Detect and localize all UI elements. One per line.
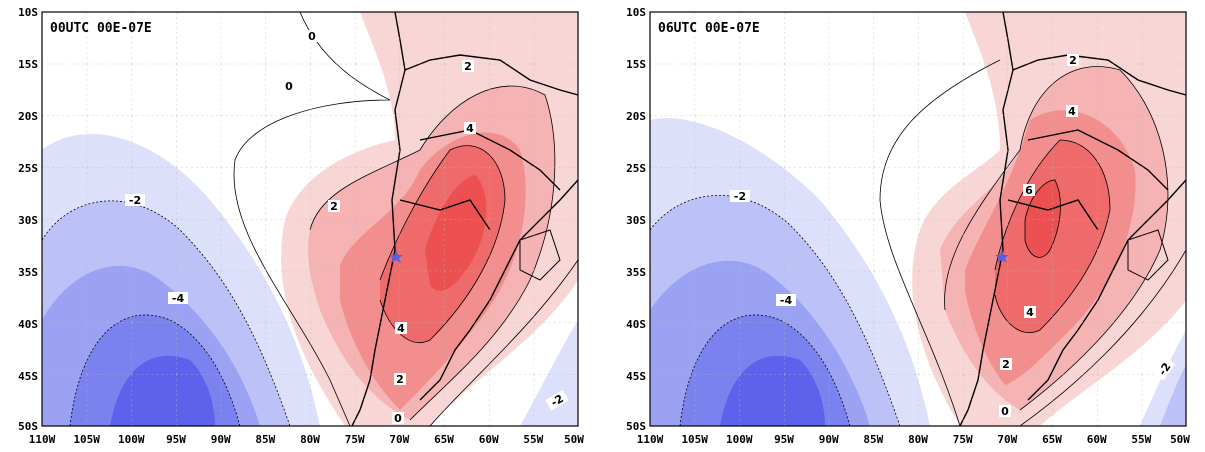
svg-text:100W: 100W <box>118 433 145 446</box>
svg-text:50W: 50W <box>1170 433 1190 446</box>
svg-text:90W: 90W <box>211 433 231 446</box>
svg-text:40S: 40S <box>626 318 646 331</box>
santiago-star-marker <box>389 250 403 263</box>
svg-text:80W: 80W <box>300 433 320 446</box>
panel-title: 06UTC 00E-07E <box>658 21 760 36</box>
lat-tick-labels: 10S 15S 20S 25S 30S 35S 40S 45S 50S <box>18 6 38 433</box>
contour-label: 0 <box>285 80 293 93</box>
svg-text:30S: 30S <box>626 214 646 227</box>
svg-text:20S: 20S <box>626 110 646 123</box>
svg-text:95W: 95W <box>774 433 794 446</box>
contour-label: 0 <box>308 30 316 43</box>
contour-label: 4 <box>397 322 405 335</box>
svg-text:15S: 15S <box>626 58 646 71</box>
contour-label: -4 <box>172 292 185 305</box>
svg-text:70W: 70W <box>997 433 1017 446</box>
svg-text:70W: 70W <box>389 433 409 446</box>
contour-label: 0 <box>1001 405 1009 418</box>
svg-text:25S: 25S <box>626 162 646 175</box>
contour-label: 2 <box>1069 54 1077 67</box>
svg-text:35S: 35S <box>626 266 646 279</box>
contour-label: 4 <box>466 122 474 135</box>
svg-text:65W: 65W <box>1042 433 1062 446</box>
svg-text:75W: 75W <box>953 433 973 446</box>
panel-title: 00UTC 00E-07E <box>50 21 152 36</box>
svg-text:105W: 105W <box>73 433 100 446</box>
svg-text:85W: 85W <box>255 433 275 446</box>
contour-label: 4 <box>1068 105 1076 118</box>
svg-text:40S: 40S <box>18 318 38 331</box>
svg-text:10S: 10S <box>18 6 38 19</box>
svg-text:75W: 75W <box>345 433 365 446</box>
svg-text:10S: 10S <box>626 6 646 19</box>
svg-text:60W: 60W <box>1087 433 1107 446</box>
lon-tick-labels: 110W 105W 100W 95W 90W 85W 80W 75W 70W 6… <box>637 433 1191 446</box>
svg-text:30S: 30S <box>18 214 38 227</box>
svg-text:80W: 80W <box>908 433 928 446</box>
svg-text:20S: 20S <box>18 110 38 123</box>
contour-label: 4 <box>1026 306 1034 319</box>
svg-text:45S: 45S <box>626 370 646 383</box>
svg-text:60W: 60W <box>479 433 499 446</box>
contour-label: -4 <box>780 294 793 307</box>
contour-value-labels: 0 0 2 2 4 4 2 0 -2 -4 -2 <box>125 30 569 425</box>
contour-label: 2 <box>1002 358 1010 371</box>
svg-text:55W: 55W <box>1131 433 1151 446</box>
svg-text:110W: 110W <box>637 433 664 446</box>
svg-text:50S: 50S <box>626 420 646 433</box>
contour-label: 2 <box>330 200 338 213</box>
contour-label: -2 <box>1156 360 1174 377</box>
contour-label: 6 <box>1025 184 1033 197</box>
svg-text:15S: 15S <box>18 58 38 71</box>
svg-text:65W: 65W <box>434 433 454 446</box>
svg-text:85W: 85W <box>863 433 883 446</box>
svg-text:50W: 50W <box>564 433 584 446</box>
svg-text:100W: 100W <box>726 433 753 446</box>
svg-text:50S: 50S <box>18 420 38 433</box>
svg-text:110W: 110W <box>29 433 56 446</box>
contour-label: 2 <box>464 60 472 73</box>
svg-text:45S: 45S <box>18 370 38 383</box>
svg-text:90W: 90W <box>819 433 839 446</box>
svg-text:105W: 105W <box>681 433 708 446</box>
contour-label: -2 <box>549 392 566 409</box>
svg-text:95W: 95W <box>166 433 186 446</box>
panel-06utc: 06UTC 00E-07E 2 4 6 4 2 0 -2 -4 -2 10S 1… <box>626 6 1190 446</box>
contour-label: 2 <box>396 373 404 386</box>
lon-tick-labels: 110W 105W 100W 95W 90W 85W 80W 75W 70W 6… <box>29 433 585 446</box>
svg-text:25S: 25S <box>18 162 38 175</box>
panel-00utc: 00UTC 00E-07E 0 0 2 2 4 4 2 0 -2 -4 -2 1… <box>18 6 584 446</box>
contour-value-labels: 2 4 6 4 2 0 -2 -4 -2 <box>730 54 1176 418</box>
contour-label: 0 <box>394 412 402 425</box>
svg-text:55W: 55W <box>523 433 543 446</box>
contour-label: -2 <box>734 190 746 203</box>
contour-label: -2 <box>129 194 141 207</box>
lat-tick-labels: 10S 15S 20S 25S 30S 35S 40S 45S 50S <box>626 6 646 433</box>
santiago-star-marker <box>995 250 1009 263</box>
svg-text:35S: 35S <box>18 266 38 279</box>
